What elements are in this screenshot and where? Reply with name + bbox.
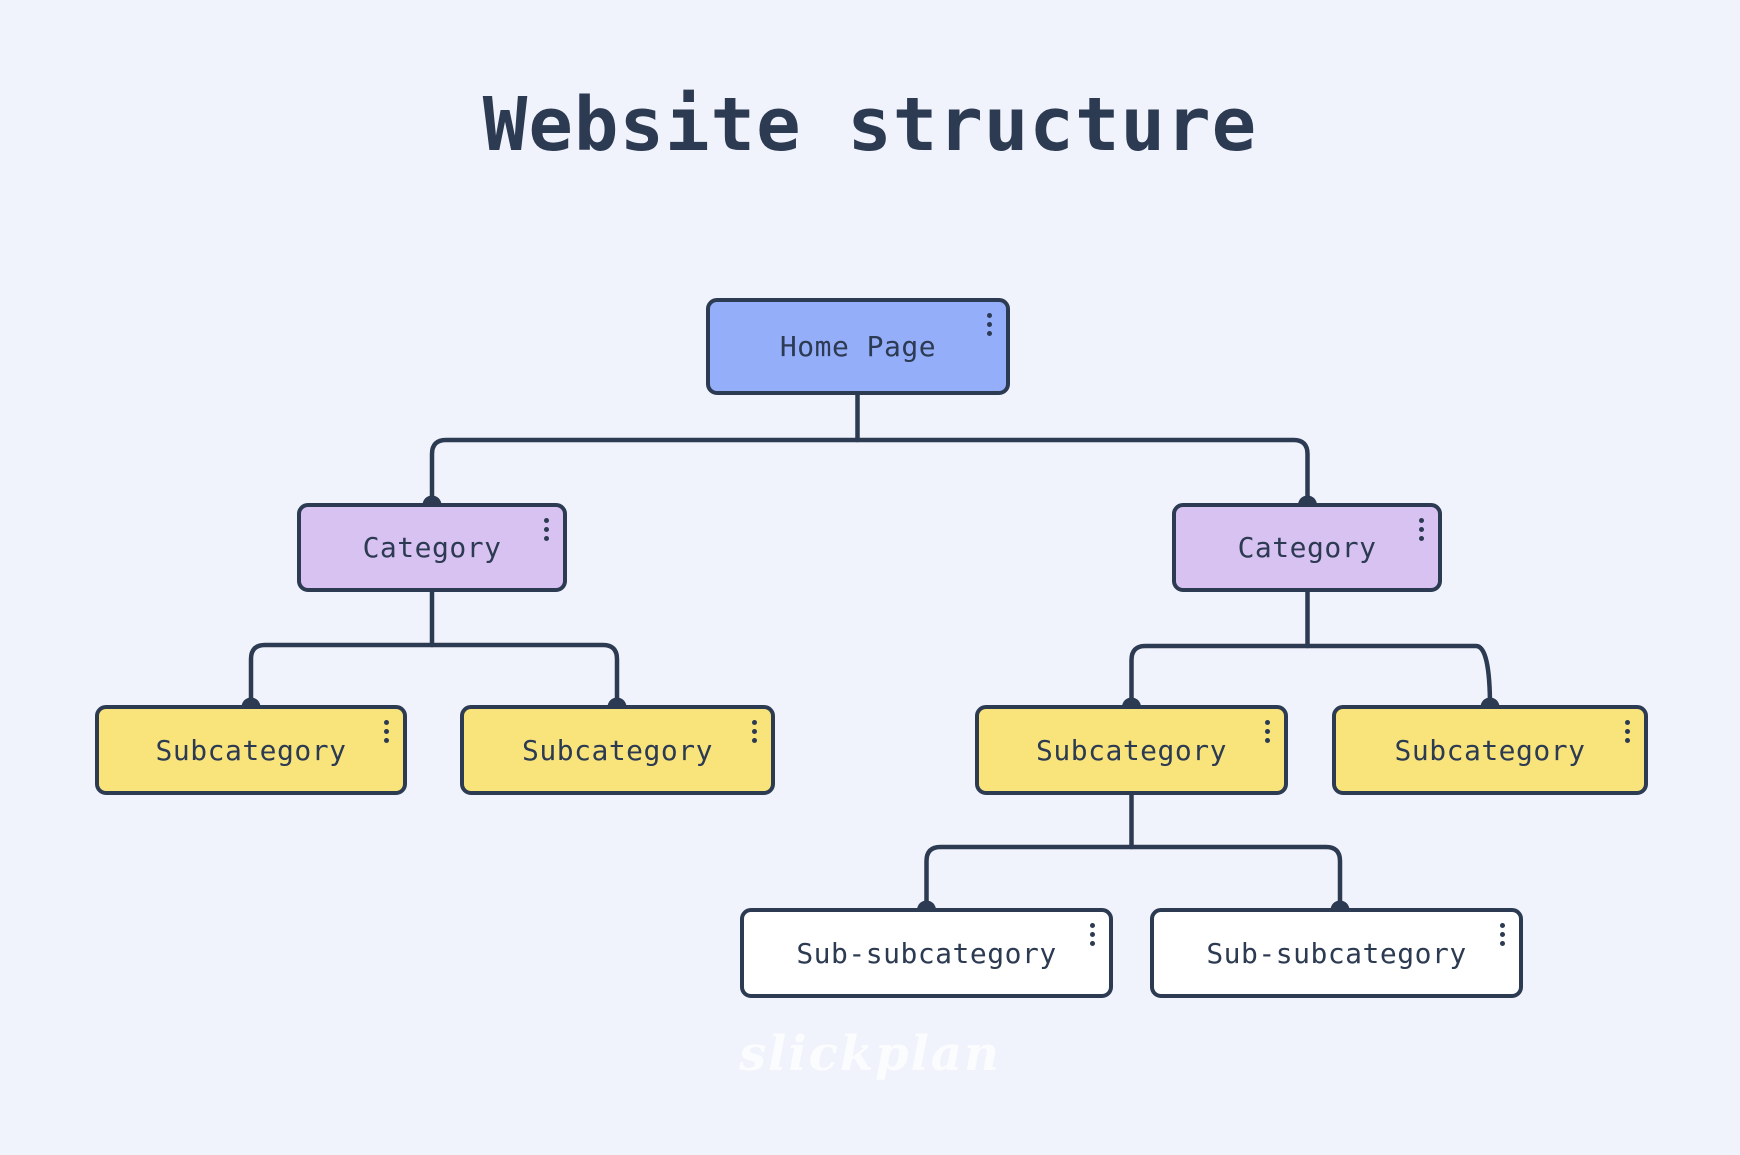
node-subcategory-right-1[interactable]: Subcategory xyxy=(975,705,1288,795)
node-subcategory-left-1[interactable]: Subcategory xyxy=(95,705,407,795)
node-label: Subcategory xyxy=(522,733,713,767)
kebab-menu-icon[interactable] xyxy=(1263,718,1272,745)
kebab-menu-icon[interactable] xyxy=(1498,921,1507,948)
node-label: Sub-subcategory xyxy=(1206,936,1467,970)
connector-edge xyxy=(248,642,620,710)
node-label: Category xyxy=(362,531,502,564)
node-label: Category xyxy=(1237,531,1377,564)
connector-edge xyxy=(1129,643,1493,710)
connector-edge xyxy=(924,844,1343,913)
kebab-menu-icon[interactable] xyxy=(750,718,759,745)
kebab-menu-icon[interactable] xyxy=(985,311,994,338)
connector-edge xyxy=(429,437,1310,508)
kebab-menu-icon[interactable] xyxy=(1623,718,1632,745)
kebab-menu-icon[interactable] xyxy=(1088,921,1097,948)
node-sub-subcategory-left[interactable]: Sub-subcategory xyxy=(740,908,1113,998)
node-sub-subcategory-right[interactable]: Sub-subcategory xyxy=(1150,908,1523,998)
node-label: Subcategory xyxy=(1036,733,1227,767)
node-subcategory-right-2[interactable]: Subcategory xyxy=(1332,705,1648,795)
node-label: Subcategory xyxy=(155,733,347,767)
node-label: Home Page xyxy=(779,330,937,363)
node-category-right[interactable]: Category xyxy=(1172,503,1442,592)
kebab-menu-icon[interactable] xyxy=(542,516,551,543)
node-home-page[interactable]: Home Page xyxy=(706,298,1010,395)
node-label: Sub-subcategory xyxy=(796,936,1057,970)
node-label: Subcategory xyxy=(1394,733,1586,767)
kebab-menu-icon[interactable] xyxy=(382,718,391,745)
node-subcategory-left-2[interactable]: Subcategory xyxy=(460,705,775,795)
kebab-menu-icon[interactable] xyxy=(1417,516,1426,543)
node-category-left[interactable]: Category xyxy=(297,503,567,592)
slickplan-logo: slickplan xyxy=(739,1026,1001,1082)
diagram-title: Website structure xyxy=(482,82,1258,168)
